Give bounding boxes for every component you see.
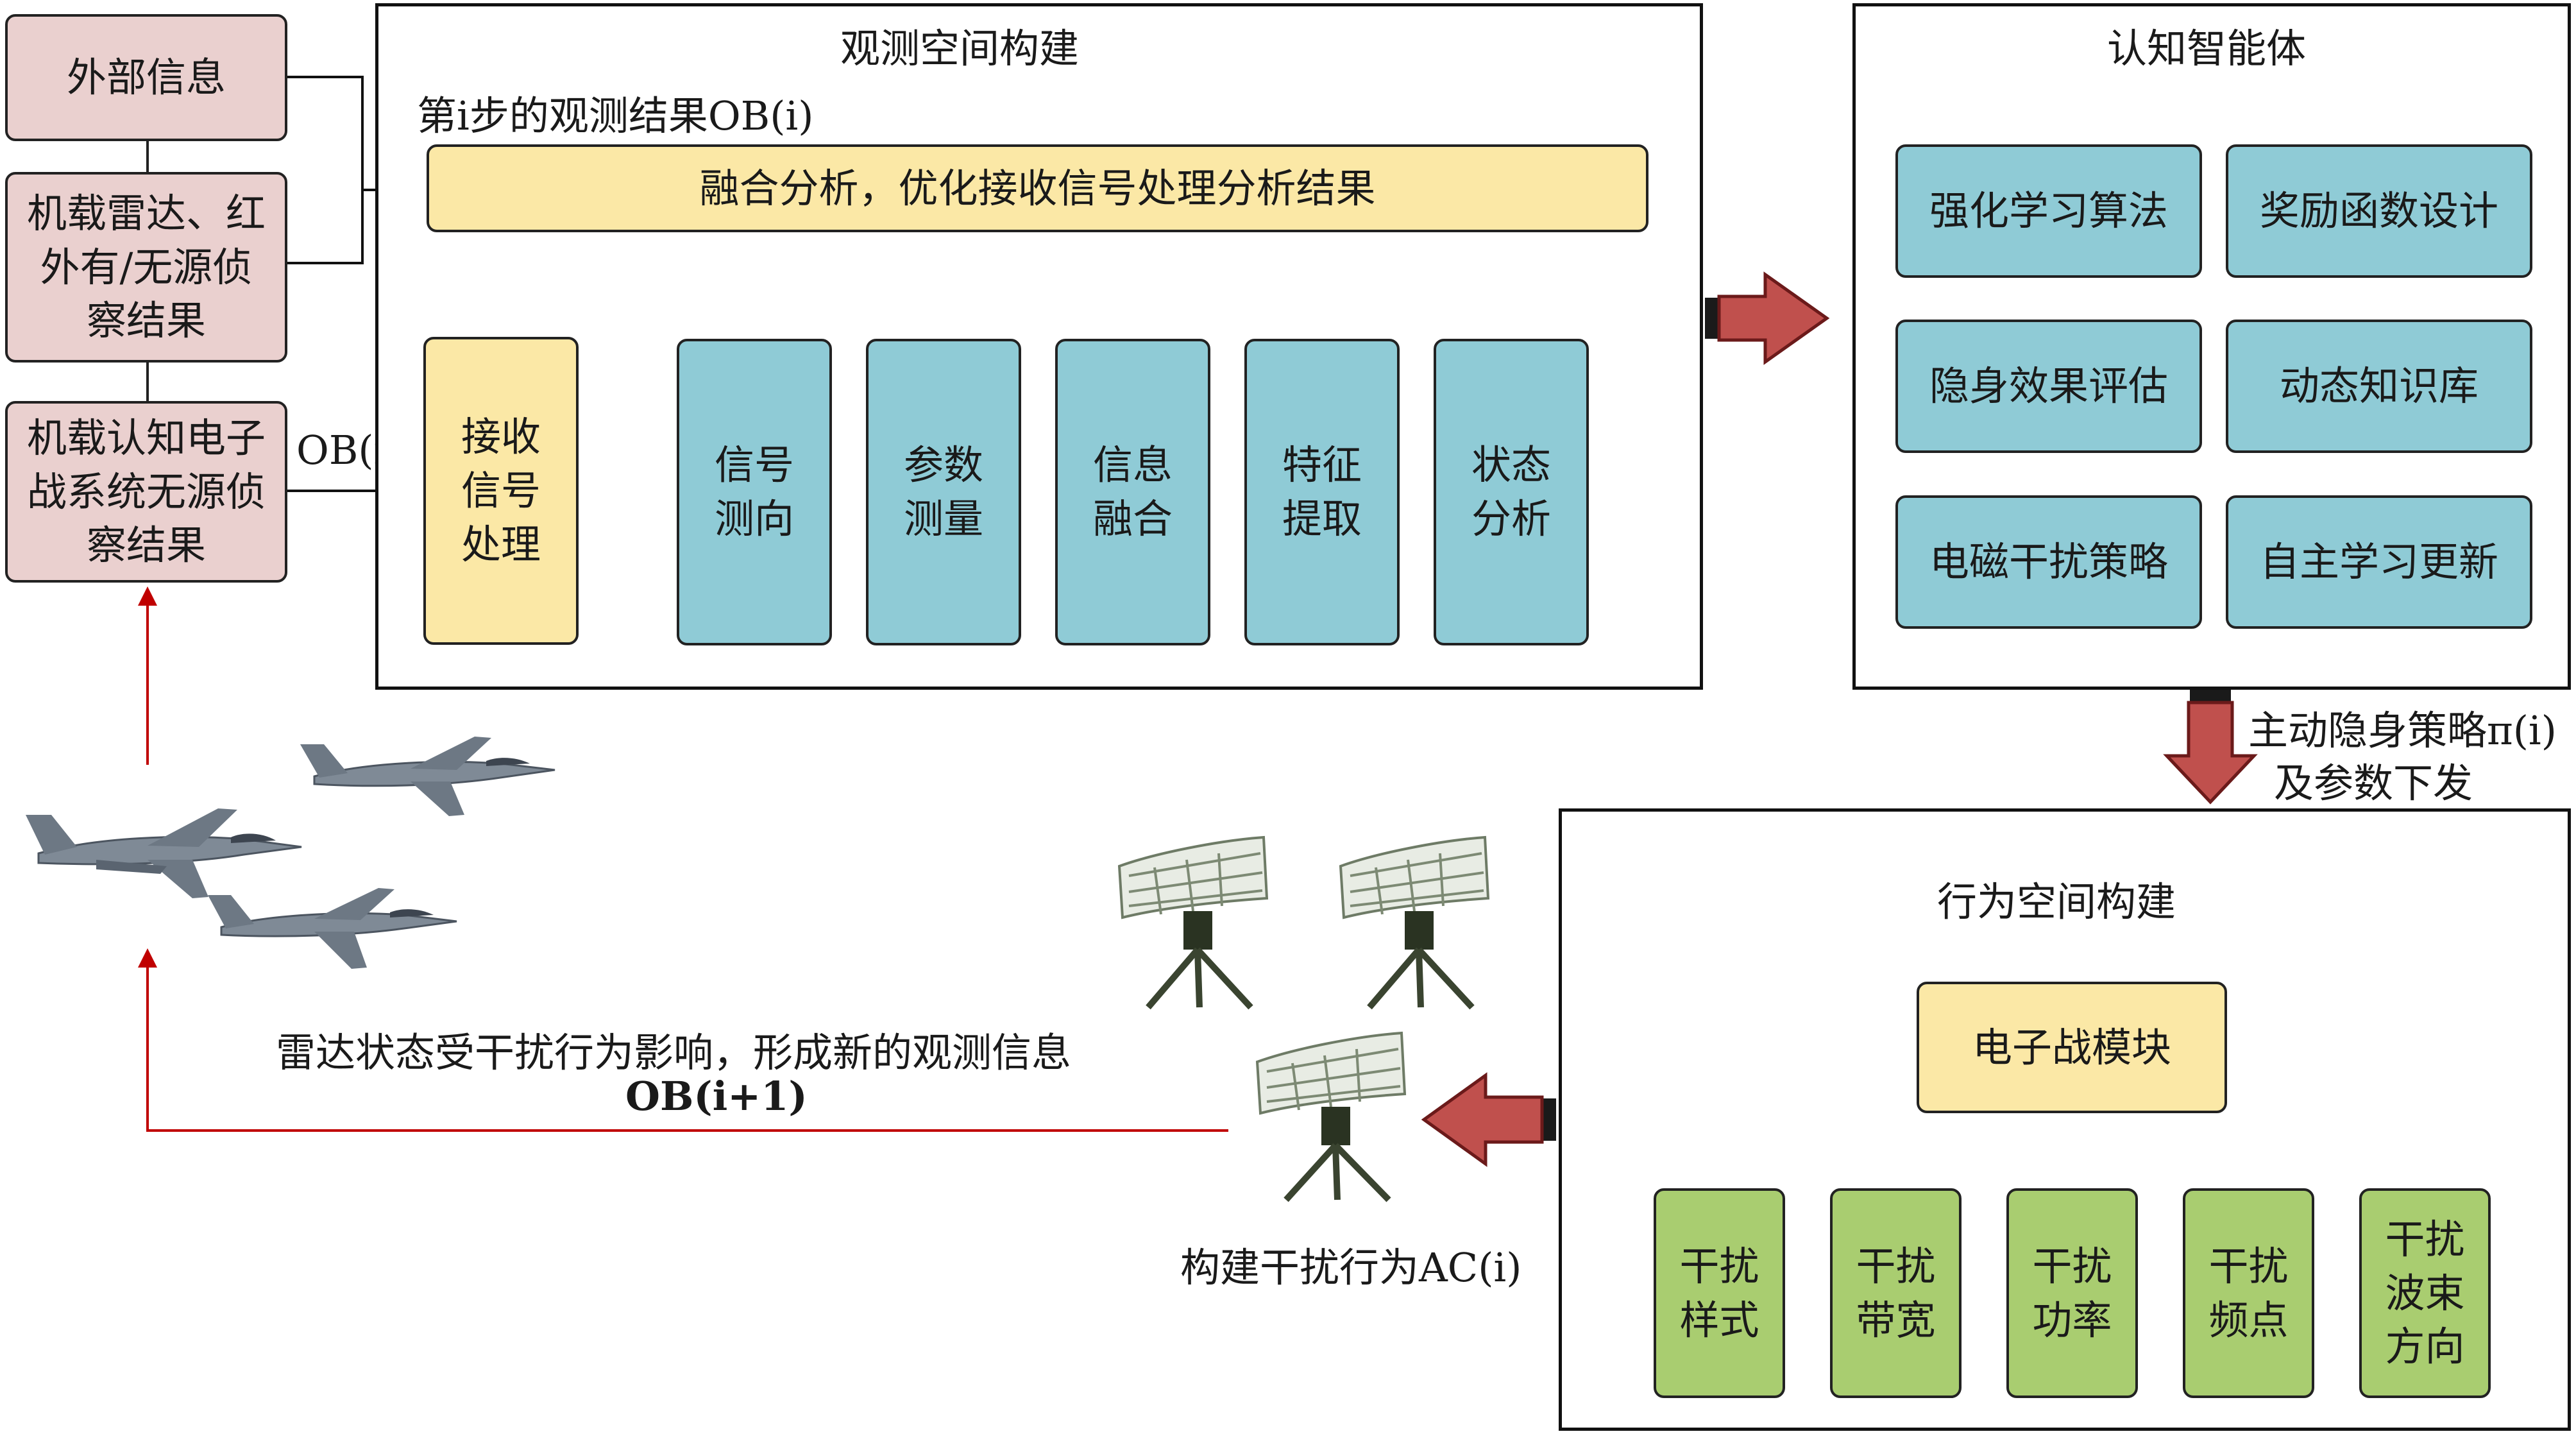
build-action-label: 构建干扰行为AC(i) — [1180, 1244, 1522, 1291]
module-text: 参数 — [903, 441, 983, 489]
action-space-title: 行为空间构建 — [1937, 878, 2176, 925]
param-text: 干扰 — [1679, 1242, 1759, 1290]
module-state-analysis: 状态分析 — [1434, 339, 1589, 645]
agent-module-label: 隐身效果评估 — [1929, 363, 2168, 410]
agent-reward-design: 奖励函数设计 — [2226, 144, 2532, 278]
param-text: 干扰 — [2385, 1215, 2465, 1263]
agent-stealth-eval: 隐身效果评估 — [1895, 320, 2202, 453]
module-signal-direction: 信号测向 — [677, 339, 832, 645]
cognitive-ew-line-1: 机载认知电子 — [26, 414, 266, 461]
ew-module-label: 电子战模块 — [1972, 1023, 2171, 1071]
param-text: 波束 — [2385, 1269, 2465, 1317]
fusion-label: 融合分析，优化接收信号处理分析结果 — [699, 164, 1376, 212]
param-jam-power: 干扰功率 — [2006, 1188, 2138, 1398]
radar-ir-line-1: 机载雷达、红 — [26, 189, 266, 237]
module-feature-extract: 特征提取 — [1244, 339, 1400, 645]
cognitive-ew-line-3: 察结果 — [86, 522, 206, 569]
param-text: 样式 — [1679, 1296, 1759, 1344]
radar-ir-line-3: 察结果 — [86, 297, 206, 345]
big-arrow-left — [1421, 1072, 1556, 1167]
policy-label-line-2: 及参数下发 — [2274, 760, 2473, 807]
param-jam-style: 干扰样式 — [1654, 1188, 1785, 1398]
feedback-label-line-1: 雷达状态受干扰行为影响，形成新的观测信息 — [276, 1029, 1072, 1076]
module-text: 测量 — [903, 495, 983, 542]
aircraft-1 — [26, 808, 302, 898]
module-text: 信息 — [1092, 441, 1173, 489]
receive-line-3: 处理 — [461, 520, 541, 568]
module-parameter-measure: 参数测量 — [866, 339, 1021, 645]
source-radar-ir: 机载雷达、红 外有/无源侦 察结果 — [5, 172, 287, 363]
radar-2 — [1339, 835, 1490, 1010]
agent-rl-algorithm: 强化学习算法 — [1895, 144, 2202, 278]
observation-space-title: 观测空间构建 — [840, 25, 1080, 72]
feedback-arrow-left — [138, 948, 1228, 1132]
module-text: 融合 — [1092, 495, 1173, 542]
agent-module-label: 自主学习更新 — [2259, 538, 2498, 586]
big-arrow-right — [1705, 271, 1830, 365]
module-info-fusion: 信息融合 — [1055, 339, 1210, 645]
receive-signal-box: 接收 信号 处理 — [423, 337, 579, 645]
agent-module-label: 奖励函数设计 — [2259, 187, 2498, 235]
policy-label-line-1: 主动隐身策略π(i) — [2248, 707, 2557, 754]
param-jam-frequency: 干扰频点 — [2183, 1188, 2314, 1398]
radar-3 — [1255, 1031, 1407, 1202]
param-text: 功率 — [2032, 1296, 2112, 1344]
agent-module-label: 电磁干扰策略 — [1929, 538, 2168, 586]
receive-line-1: 接收 — [461, 413, 541, 461]
source-cognitive-ew: 机载认知电子 战系统无源侦 察结果 — [5, 401, 287, 583]
agent-module-label: 动态知识库 — [2279, 363, 2479, 410]
module-text: 测向 — [714, 495, 794, 542]
agent-module-label: 强化学习算法 — [1929, 187, 2168, 235]
param-text: 带宽 — [1856, 1296, 1936, 1344]
cognitive-agent-title: 认知智能体 — [2107, 25, 2307, 72]
module-text: 提取 — [1282, 495, 1362, 542]
feedback-label-line-2: OB(i+1) — [625, 1073, 808, 1120]
source-bracket — [287, 76, 364, 264]
agent-knowledge-base: 动态知识库 — [2226, 320, 2532, 453]
param-text: 频点 — [2208, 1296, 2289, 1344]
module-text: 特征 — [1282, 441, 1362, 489]
module-text: 状态 — [1471, 441, 1551, 489]
module-text: 信号 — [714, 441, 794, 489]
source-external-label: 外部信息 — [66, 54, 226, 101]
step-result-label: 第i步的观测结果OB(i) — [417, 92, 814, 139]
agent-jamming-strategy: 电磁干扰策略 — [1895, 495, 2202, 629]
param-text: 干扰 — [2032, 1242, 2112, 1290]
radar-ir-line-2: 外有/无源侦 — [40, 243, 253, 291]
param-text: 方向 — [2385, 1323, 2465, 1370]
param-text: 干扰 — [2208, 1242, 2289, 1290]
module-text: 分析 — [1471, 495, 1551, 542]
aircraft-3 — [208, 888, 457, 969]
big-arrow-down — [2163, 688, 2258, 805]
agent-self-learning: 自主学习更新 — [2226, 495, 2532, 629]
param-jam-beam-direction: 干扰波束方向 — [2359, 1188, 2491, 1398]
source-external-info: 外部信息 — [5, 14, 287, 141]
receive-line-2: 信号 — [461, 467, 541, 515]
aircraft-2 — [300, 737, 555, 816]
fusion-box: 融合分析，优化接收信号处理分析结果 — [427, 144, 1648, 232]
cognitive-ew-line-2: 战系统无源侦 — [26, 468, 266, 515]
param-jam-bandwidth: 干扰带宽 — [1830, 1188, 1962, 1398]
param-text: 干扰 — [1856, 1242, 1936, 1290]
radar-1 — [1117, 835, 1269, 1010]
ew-module-box: 电子战模块 — [1917, 982, 2227, 1113]
